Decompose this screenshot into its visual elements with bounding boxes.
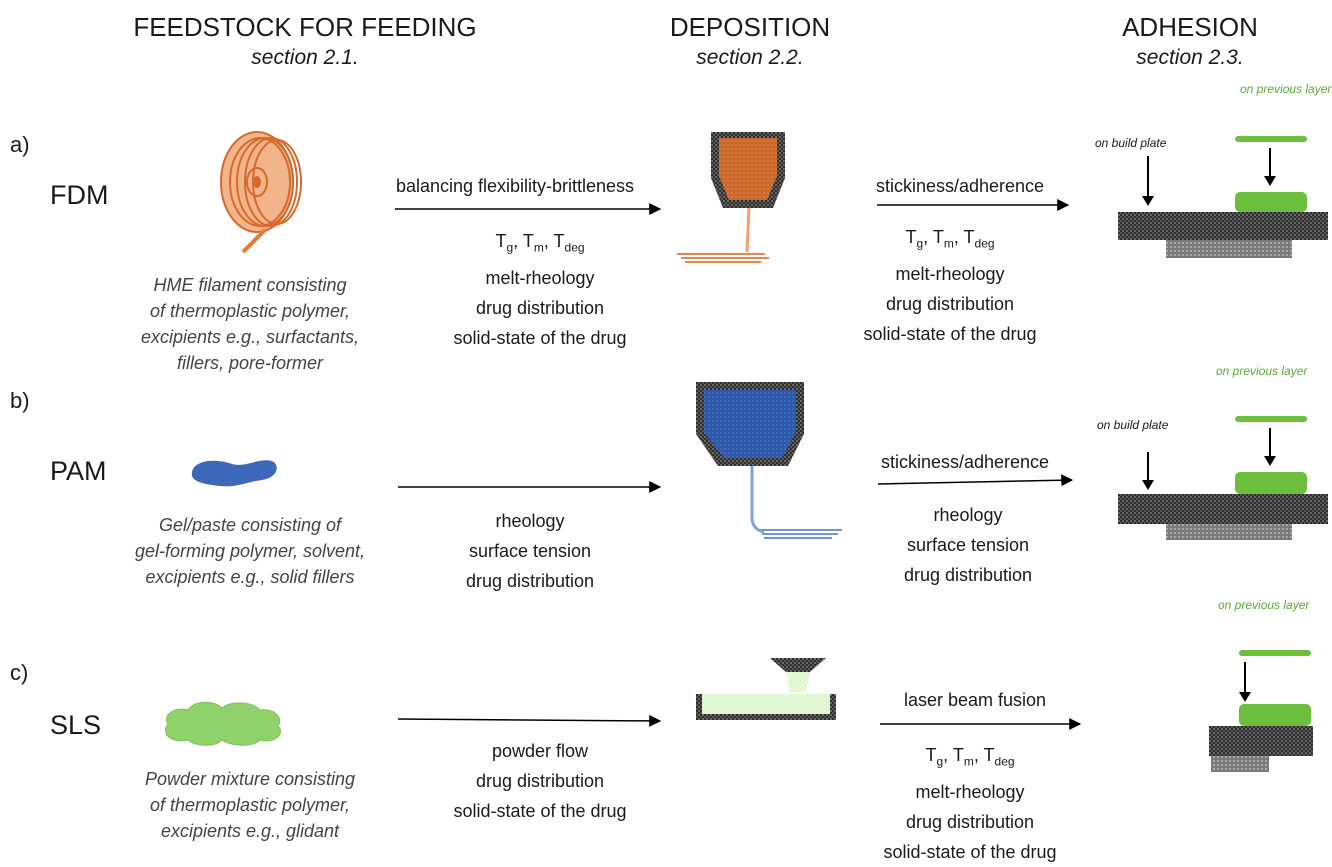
row-c-arrow2-label: laser beam fusion xyxy=(903,690,1047,710)
feedstock-section: section 2.1. xyxy=(251,46,359,69)
row-c-deposition-params: powder flow drug distribution solid-stat… xyxy=(453,741,627,821)
row-b-arrow2 xyxy=(877,474,1074,487)
gel-blob-icon xyxy=(191,460,277,487)
fdm-nozzle-icon xyxy=(677,132,785,263)
row-a-arrow2-label: stickiness/adherence xyxy=(875,176,1045,196)
row-b-arrow1 xyxy=(398,481,662,493)
row-b-adhesion-diagram xyxy=(1118,416,1328,540)
row-a-tech: FDM xyxy=(50,180,109,210)
filament-spool-icon xyxy=(220,131,302,254)
powder-cloud-icon xyxy=(165,701,282,746)
adhesion-section: section 2.3. xyxy=(1136,46,1244,69)
feedstock-header: FEEDSTOCK FOR FEEDING xyxy=(133,12,477,42)
row-a-on-build-plate: on build plate xyxy=(1095,136,1167,150)
row-c-arrow1 xyxy=(397,714,662,727)
row-c-arrow2 xyxy=(880,718,1082,730)
row-a-temperature-line: Tg, Tm, Tdeg xyxy=(495,231,585,255)
pam-syringe-icon xyxy=(696,382,842,539)
row-c-letter: c) xyxy=(10,660,29,685)
row-b-on-build-plate: on build plate xyxy=(1097,418,1169,432)
row-c-on-previous-layer: on previous layer xyxy=(1218,598,1310,612)
row-c-adhesion-diagram xyxy=(1209,650,1313,772)
row-b-letter: b) xyxy=(10,388,30,413)
row-a-arrow2 xyxy=(877,199,1070,211)
row-b-on-previous-layer: on previous layer xyxy=(1216,364,1308,378)
row-c-tech: SLS xyxy=(50,710,102,740)
row-c-feedstock-desc: Powder mixture consisting of thermoplast… xyxy=(144,769,356,841)
row-a-deposition-params: Tg, Tm, Tdeg melt-rheology drug distribu… xyxy=(420,226,660,353)
row-a-on-previous-layer: on previous layer xyxy=(1240,82,1332,96)
adhesion-header: ADHESION xyxy=(1122,12,1258,42)
row-a-feedstock-desc: HME filament consisting of thermoplastic… xyxy=(140,275,360,373)
row-a-arrow1 xyxy=(395,203,662,215)
row-b-tech: PAM xyxy=(50,456,107,486)
deposition-section: section 2.2. xyxy=(696,46,804,69)
row-a-adhesion-params: Tg, Tm, Tdeg melt-rheology drug distribu… xyxy=(863,227,1037,344)
row-a-letter: a) xyxy=(10,132,30,157)
row-b-feedstock-desc: Gel/paste consisting of gel-forming poly… xyxy=(134,515,366,587)
row-a-adhesion-diagram xyxy=(1118,136,1328,258)
sls-powder-bed-icon xyxy=(696,658,836,720)
deposition-header: DEPOSITION xyxy=(669,12,831,42)
row-b-deposition-params: rheology surface tension drug distributi… xyxy=(465,511,595,591)
row-b-arrow2-label: stickiness/adherence xyxy=(880,452,1050,472)
row-b-adhesion-params: rheology surface tension drug distributi… xyxy=(903,505,1033,585)
row-a-arrow1-label: balancing flexibility-brittleness xyxy=(395,176,635,196)
